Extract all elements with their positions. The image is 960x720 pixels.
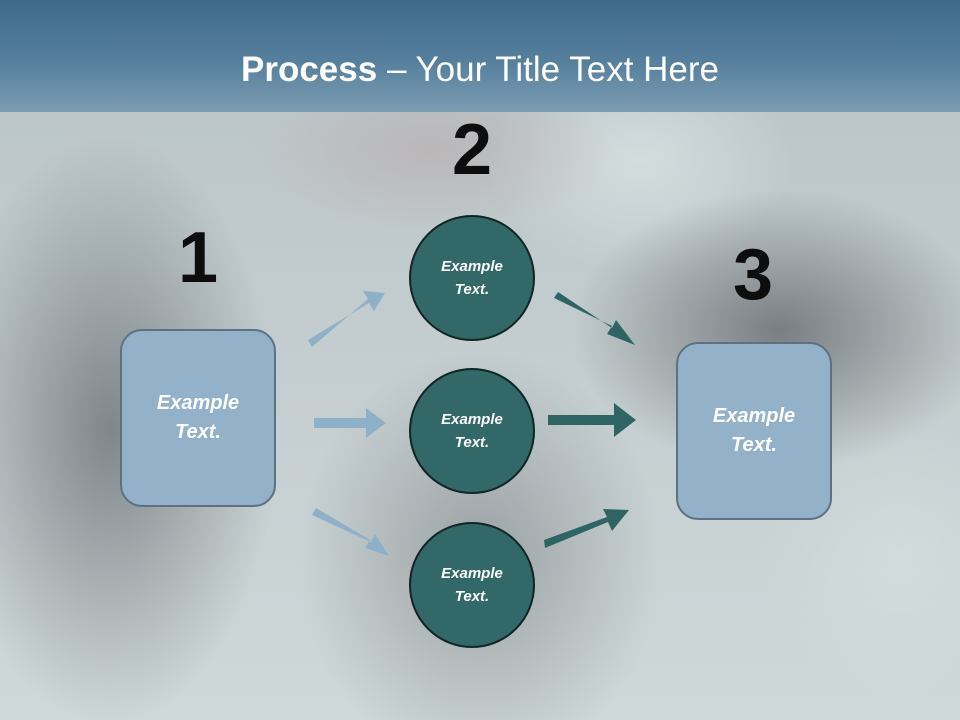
process-circle-top: Example Text.	[409, 215, 535, 341]
process-circle-middle-text: Example Text.	[441, 411, 503, 451]
step-number-2: 2	[451, 110, 493, 190]
left-arrow-down	[312, 508, 389, 556]
left-arrow-up	[308, 291, 385, 347]
title-bar	[0, 0, 960, 112]
step-number-3: 3	[732, 235, 774, 315]
title-bold: Process	[241, 50, 378, 89]
process-box-right: Example Text.	[676, 342, 832, 520]
slide-title: Process – Your Title Text Here	[0, 50, 960, 90]
process-circle-bottom: Example Text.	[409, 522, 535, 648]
title-rest: – Your Title Text Here	[377, 50, 719, 89]
right-arrow-down	[554, 292, 635, 345]
left-arrow-straight	[314, 408, 386, 438]
process-box-left: Example Text.	[120, 329, 276, 507]
step-number-1: 1	[177, 218, 219, 298]
process-circle-bottom-text: Example Text.	[441, 565, 503, 605]
right-arrow-up	[544, 509, 629, 548]
process-circle-top-text: Example Text.	[441, 258, 503, 298]
process-box-left-text: Example Text.	[156, 392, 240, 443]
process-box-right-text: Example Text.	[712, 405, 796, 456]
process-circle-middle: Example Text.	[409, 368, 535, 494]
right-arrow-straight	[548, 403, 636, 437]
